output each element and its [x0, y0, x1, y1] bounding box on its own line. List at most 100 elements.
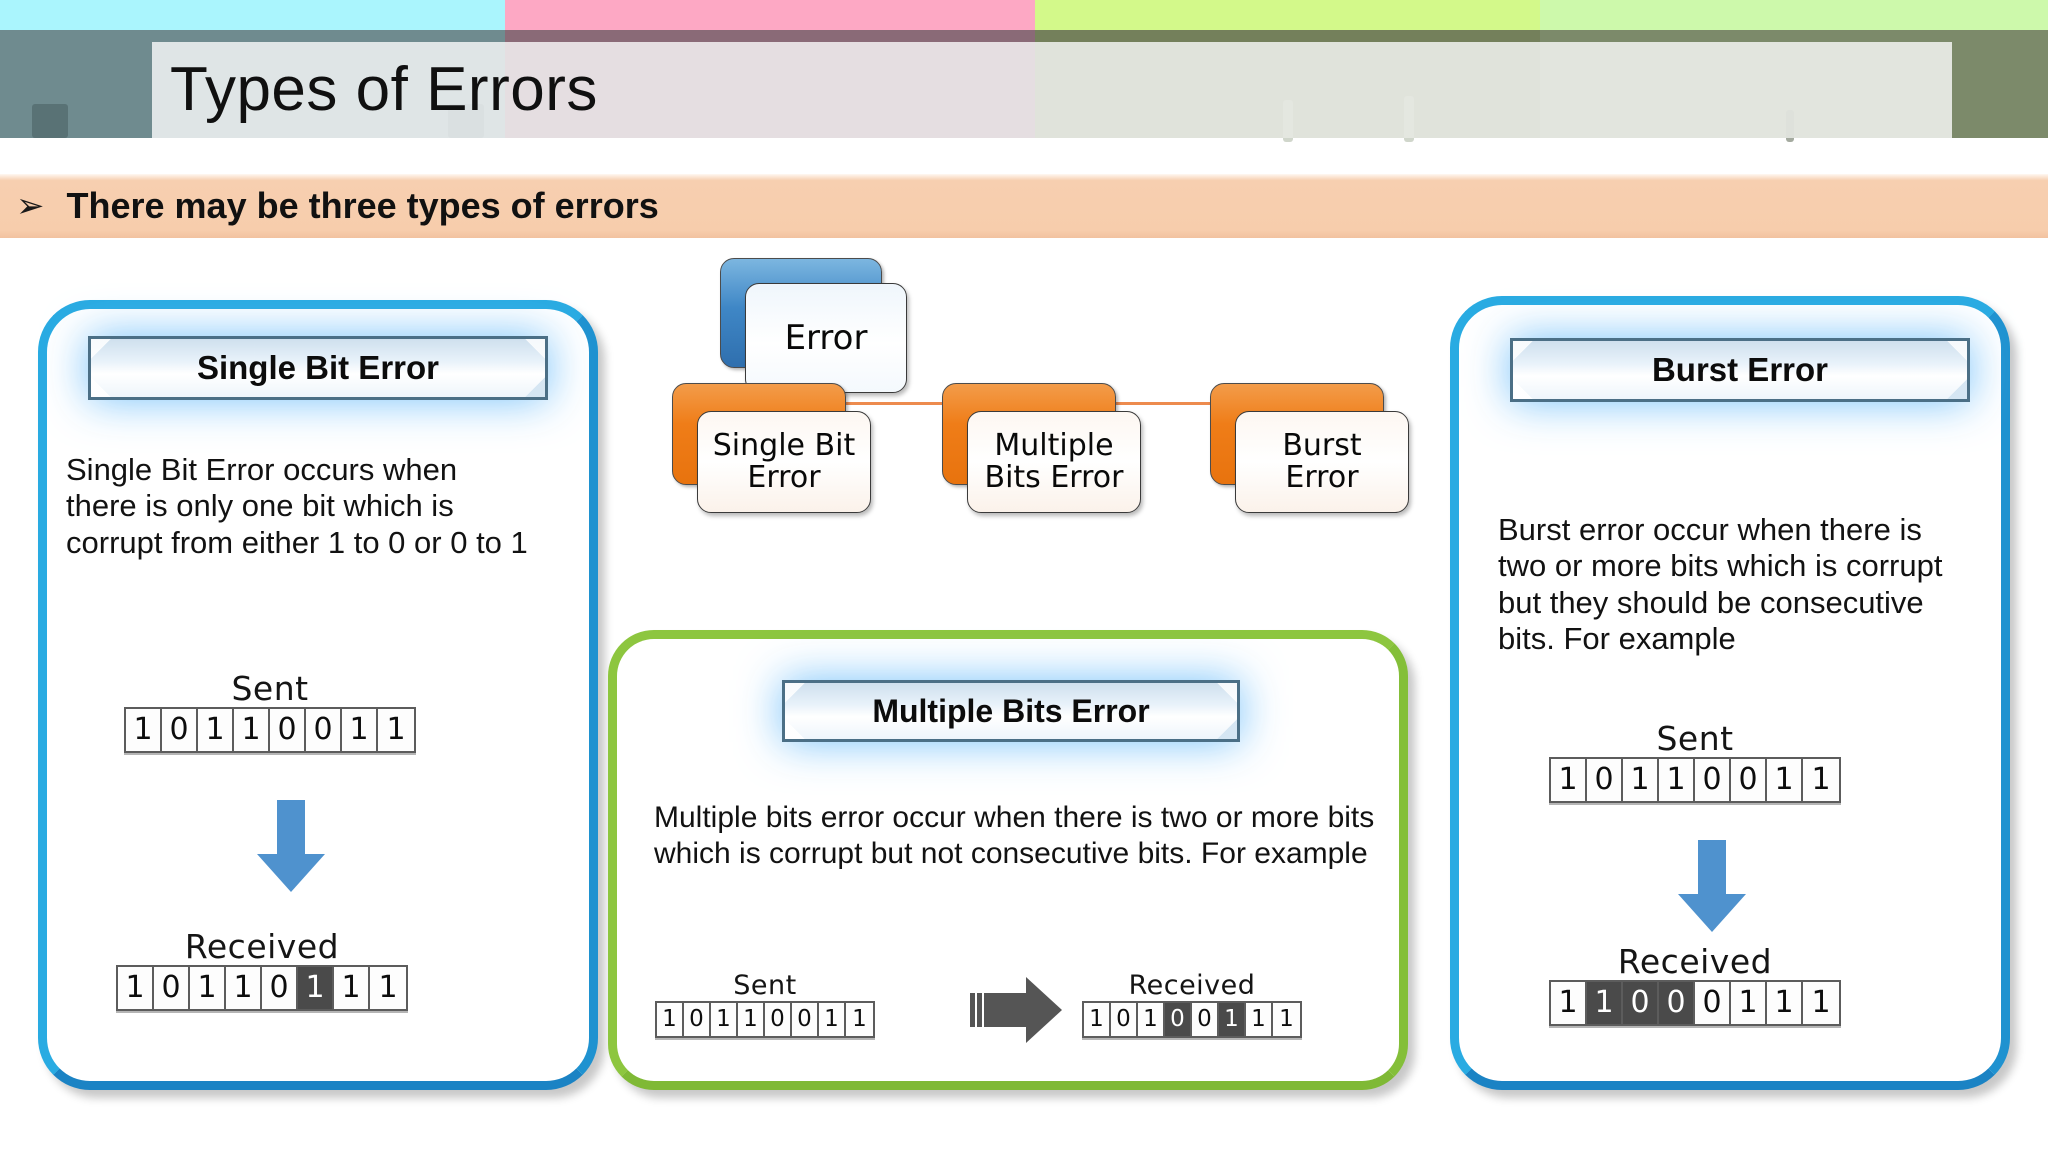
bit-cell-corrupt: 1	[298, 967, 334, 1009]
bit-cell: 0	[306, 709, 342, 751]
single-bit-received-caption: Received	[184, 927, 340, 966]
panel-burst-body: Burst error occur when there is two or m…	[1498, 512, 1943, 656]
bit-cell: 0	[1111, 1003, 1138, 1036]
bit-cell: 0	[765, 1003, 792, 1036]
panel-multiple-bits-title-plate: Multiple Bits Error	[782, 680, 1240, 742]
bit-cell: 1	[1084, 1003, 1111, 1036]
bit-cell-corrupt: 0	[1623, 982, 1659, 1024]
panel-burst-title-plate: Burst Error	[1510, 338, 1970, 402]
bit-cell: 0	[1587, 759, 1623, 801]
bit-cell: 1	[657, 1003, 684, 1036]
bit-cell: 1	[126, 709, 162, 751]
bit-cell-corrupt: 1	[1587, 982, 1623, 1024]
stripe-pink	[505, 0, 1035, 30]
bit-cell: 1	[234, 709, 270, 751]
tree-node-burst-label: Burst Error	[1282, 427, 1362, 495]
bit-cell-corrupt: 0	[1659, 982, 1695, 1024]
bit-cell: 1	[226, 967, 262, 1009]
bit-cell: 1	[378, 709, 414, 751]
page-title: Types of Errors	[170, 55, 598, 124]
header-color-stripes	[0, 0, 2048, 30]
multiple-bits-received-caption: Received	[1128, 970, 1256, 1001]
bit-cell: 1	[198, 709, 234, 751]
stripe-cyan	[0, 0, 505, 30]
bit-cell: 1	[846, 1003, 873, 1036]
bit-cell: 1	[118, 967, 154, 1009]
bit-cell: 0	[154, 967, 190, 1009]
bit-cell: 1	[190, 967, 226, 1009]
bit-cell: 1	[1246, 1003, 1273, 1036]
bit-cell: 1	[1273, 1003, 1300, 1036]
bit-cell: 1	[1803, 982, 1839, 1024]
bit-cell: 0	[162, 709, 198, 751]
bit-cell: 0	[1695, 759, 1731, 801]
multiple-bits-sent-caption: Sent	[733, 970, 797, 1001]
bit-cell-corrupt: 1	[1219, 1003, 1246, 1036]
bit-cell: 0	[270, 709, 306, 751]
slide-header: Types of Errors	[0, 0, 2048, 148]
bit-cell: 1	[1731, 982, 1767, 1024]
panel-multiple-bits-title: Multiple Bits Error	[872, 692, 1150, 729]
error-tree-diagram: Error Single Bit Error Multiple Bits Err…	[672, 258, 1412, 628]
bit-cell: 1	[1767, 982, 1803, 1024]
tree-node-error-label: Error	[784, 317, 868, 358]
bit-cell: 1	[370, 967, 406, 1009]
bit-cell: 1	[1659, 759, 1695, 801]
panel-single-bit-title: Single Bit Error	[196, 349, 440, 386]
bit-cell: 0	[792, 1003, 819, 1036]
bit-cell: 1	[819, 1003, 846, 1036]
arrow-bullet-icon: ➢	[16, 187, 45, 225]
panel-single-bit-title-plate: Single Bit Error	[88, 336, 548, 400]
bit-cell-corrupt: 0	[1165, 1003, 1192, 1036]
down-arrow-icon-right	[1678, 840, 1746, 932]
bit-cell: 1	[738, 1003, 765, 1036]
bit-cell: 1	[1623, 759, 1659, 801]
panel-burst-title: Burst Error	[1651, 351, 1829, 388]
right-arrow-icon-middle	[970, 977, 1062, 1043]
single-bit-sent-caption: Sent	[231, 669, 309, 708]
panel-burst-error	[1450, 296, 2010, 1090]
tree-node-error-face: Error	[745, 283, 907, 393]
tree-node-burst-face: Burst Error	[1235, 411, 1409, 513]
tree-node-multiple-bits-label: Multiple Bits Error	[984, 427, 1124, 495]
down-arrow-icon-left	[257, 800, 325, 892]
burst-sent-caption: Sent	[1656, 719, 1734, 758]
tree-node-single-bit-label: Single Bit Error	[712, 427, 856, 495]
stripe-yellow-green	[1035, 0, 1540, 30]
bit-cell: 1	[1767, 759, 1803, 801]
bit-cell: 0	[1192, 1003, 1219, 1036]
bit-cell: 1	[334, 967, 370, 1009]
panel-multiple-bits-body: Multiple bits error occur when there is …	[654, 801, 1375, 870]
panel-single-bit-body: Single Bit Error occurs when there is on…	[66, 452, 528, 560]
bit-cell: 0	[262, 967, 298, 1009]
title-plate: Types of Errors	[152, 42, 1952, 138]
tree-node-single-bit-face: Single Bit Error	[697, 411, 871, 513]
bit-cell: 0	[1695, 982, 1731, 1024]
bullet-band: ➢ There may be three types of errors	[0, 174, 2048, 238]
panel-single-bit-error	[38, 300, 598, 1090]
header-decoration-1	[32, 104, 68, 138]
bullet-text: There may be three types of errors	[66, 185, 659, 226]
bit-cell: 1	[1803, 759, 1839, 801]
bit-cell: 1	[711, 1003, 738, 1036]
bit-cell: 1	[342, 709, 378, 751]
tree-node-multiple-bits-face: Multiple Bits Error	[967, 411, 1141, 513]
bit-cell: 1	[1551, 759, 1587, 801]
stripe-light-green	[1540, 0, 2048, 30]
burst-received-caption: Received	[1617, 942, 1773, 981]
bit-cell: 1	[1138, 1003, 1165, 1036]
bit-cell: 0	[684, 1003, 711, 1036]
bit-cell: 0	[1731, 759, 1767, 801]
